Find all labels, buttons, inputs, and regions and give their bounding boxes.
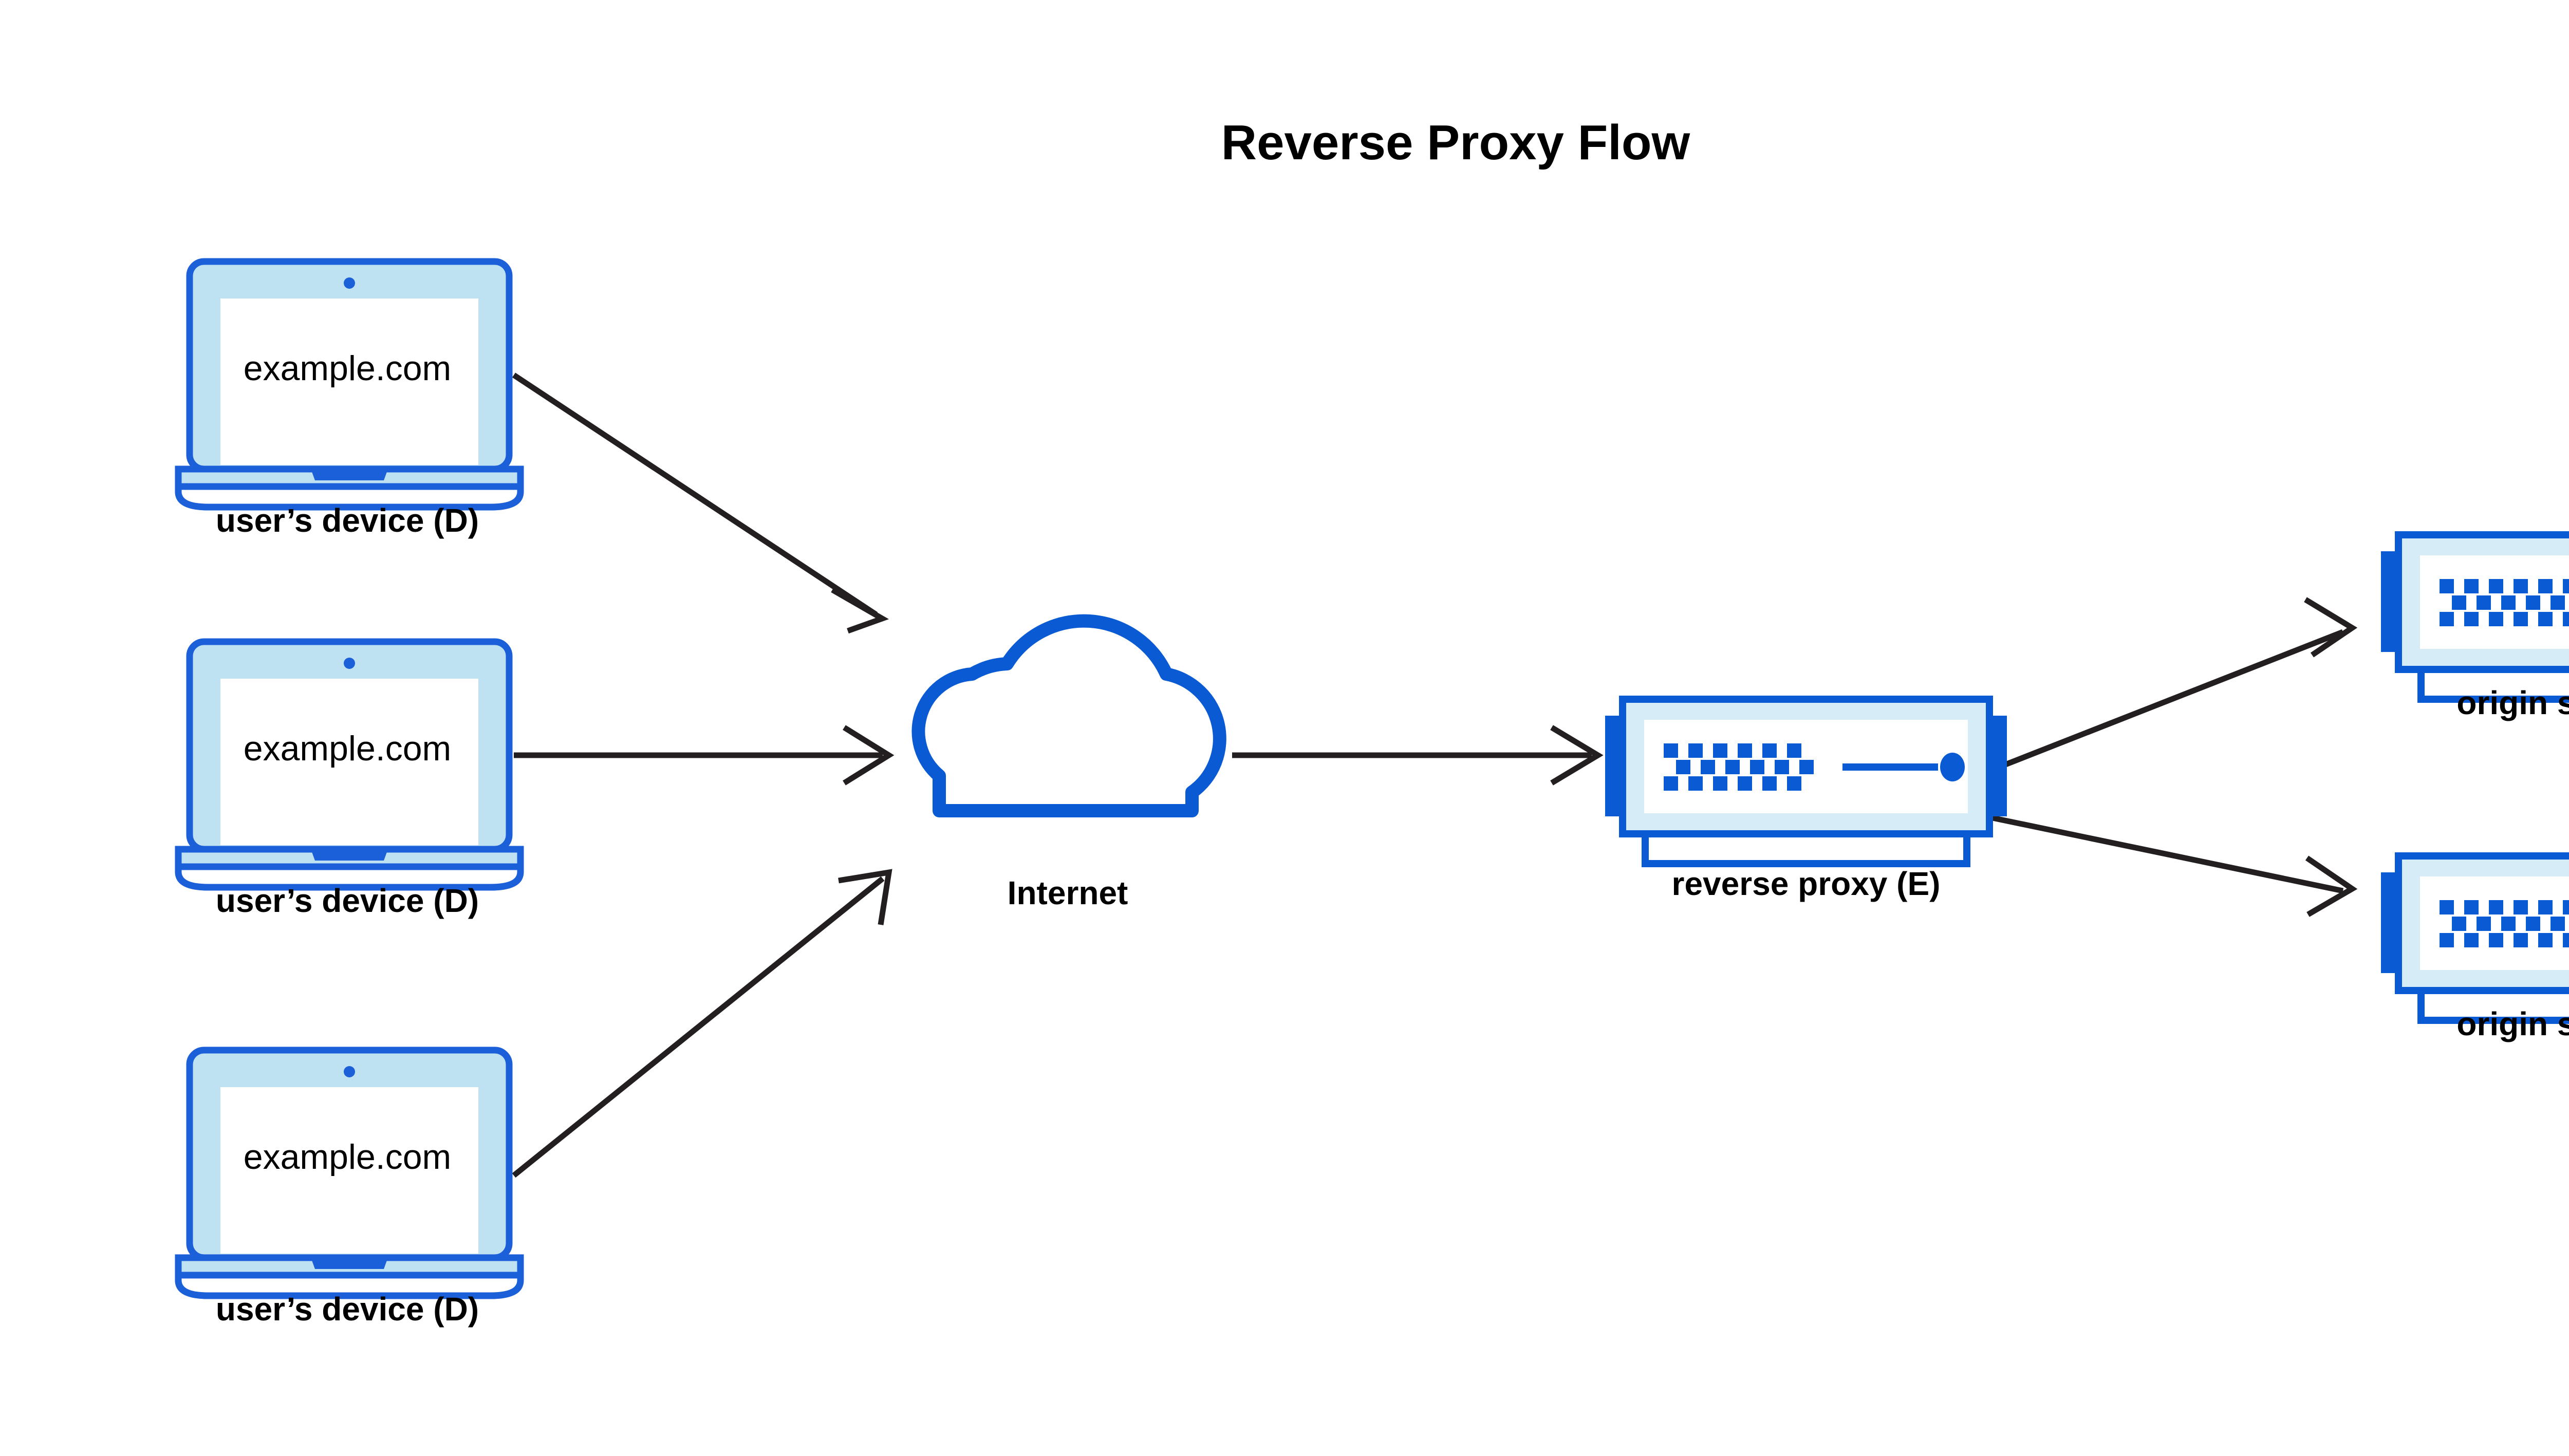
node-device-bottom[interactable]: example.com user’s device (D)	[178, 1050, 520, 1328]
device-top-label: user’s device (D)	[216, 502, 479, 539]
node-origin-top[interactable]: origin server (F)	[2381, 535, 2569, 721]
device-middle-label: user’s device (D)	[216, 882, 479, 919]
server-icon	[2381, 535, 2569, 699]
origin-top-label: origin server (F)	[2456, 684, 2569, 721]
edge-reverse-proxy-to-origin-top	[1991, 597, 2358, 773]
cloud-icon	[918, 621, 1219, 811]
device-bottom-screen-text: example.com	[244, 1137, 451, 1177]
node-origin-bottom[interactable]: origin server (F)	[2381, 856, 2569, 1042]
edge-reverse-proxy-to-origin-bottom	[1991, 815, 2358, 917]
reverse-proxy-label: reverse proxy (E)	[1672, 865, 1941, 902]
edge-device-bottom-to-internet	[512, 869, 892, 1178]
device-middle-screen-text: example.com	[244, 729, 451, 768]
node-device-top[interactable]: example.com user’s device (D)	[178, 262, 520, 539]
server-icon	[2381, 856, 2569, 1020]
edge-device-top-to-internet	[512, 372, 889, 634]
page-title: Reverse Proxy Flow	[1221, 115, 1690, 170]
server-icon	[1605, 699, 2007, 864]
edge-device-middle-to-internet	[514, 725, 895, 786]
origin-bottom-label: origin server (F)	[2456, 1005, 2569, 1042]
node-reverse-proxy[interactable]: reverse proxy (E)	[1605, 699, 2007, 902]
edge-internet-to-reverse-proxy	[1232, 725, 1604, 786]
node-device-middle[interactable]: example.com user’s device (D)	[178, 642, 520, 919]
node-internet[interactable]: Internet	[918, 621, 1219, 911]
internet-label: Internet	[1008, 874, 1128, 911]
device-top-screen-text: example.com	[244, 349, 451, 388]
device-bottom-label: user’s device (D)	[216, 1291, 479, 1328]
